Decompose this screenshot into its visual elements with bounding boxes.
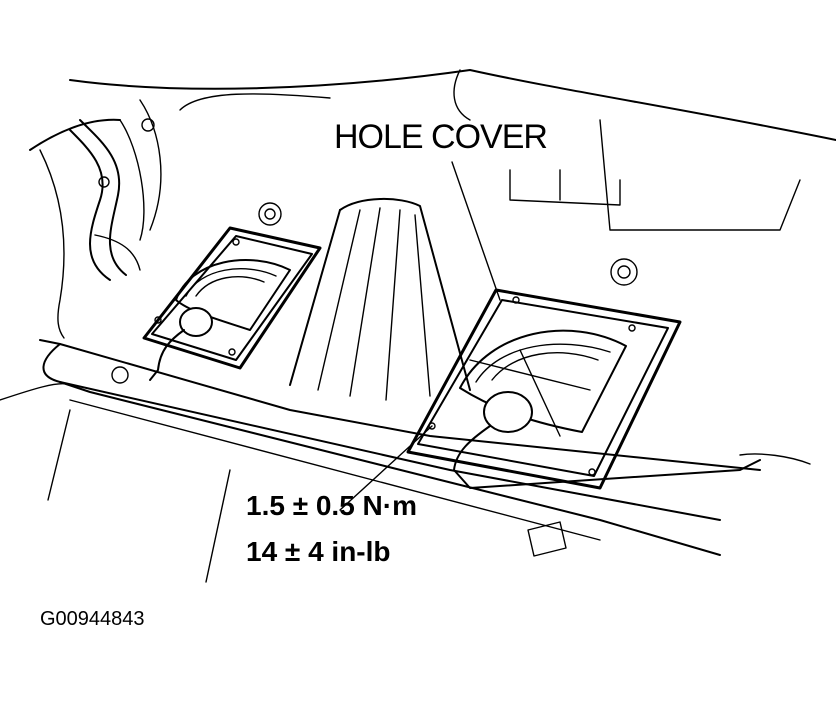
figure-id: G00944843 (40, 608, 145, 630)
floor-tunnel (289, 198, 471, 401)
wire-harness-left (39, 99, 162, 339)
torque-metric-label: 1.5 ± 0.5 N·m (246, 490, 417, 521)
left-hole-cover (111, 202, 322, 384)
right-hole-cover (406, 258, 811, 557)
floor-pan-outline (0, 69, 836, 583)
leader-lines (339, 161, 501, 511)
hole-cover-label: HOLE COVER (334, 118, 548, 156)
torque-imperial-label: 14 ± 4 in-lb (246, 536, 391, 567)
